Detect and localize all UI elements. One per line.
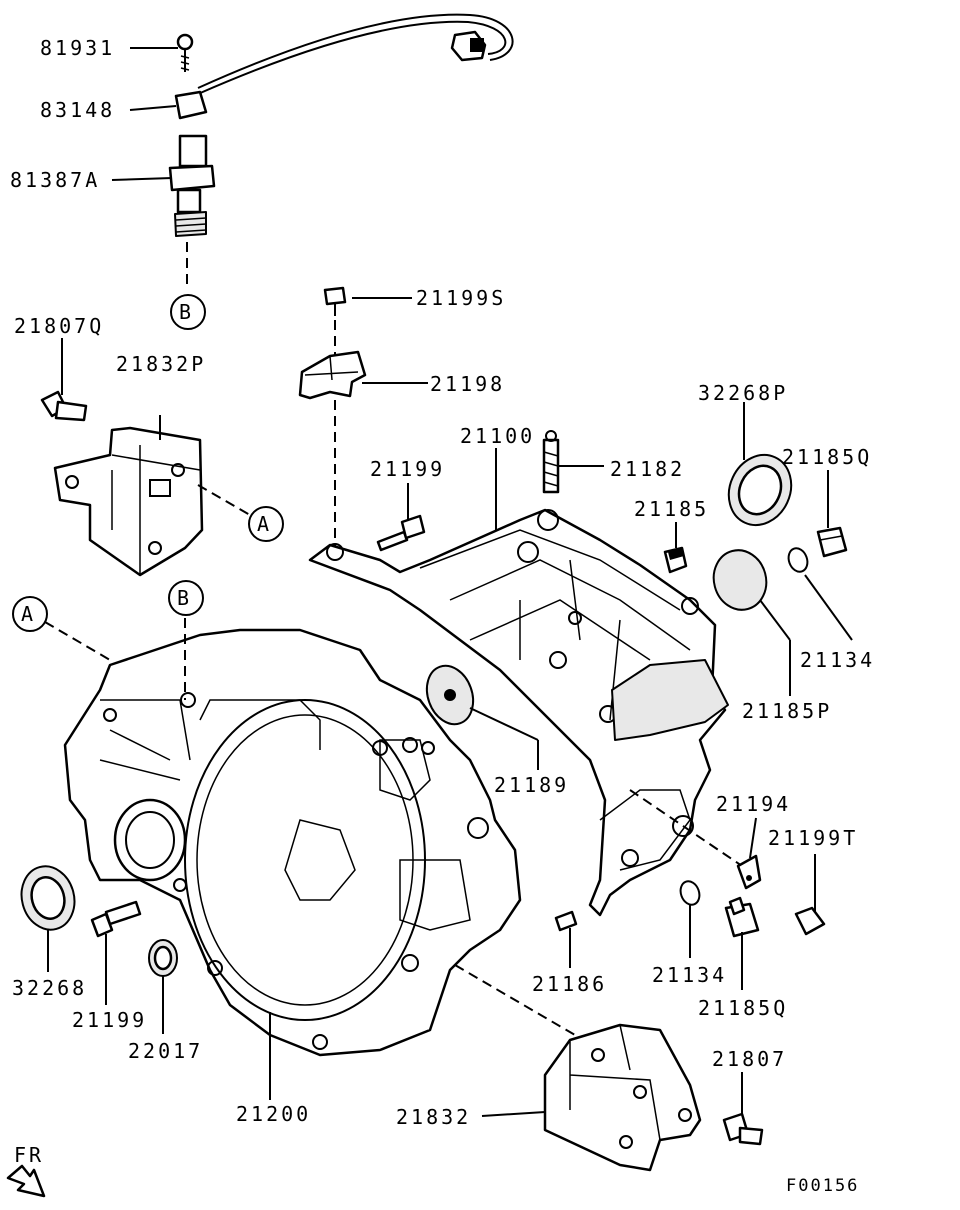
label-22017: 22017 bbox=[128, 1039, 203, 1063]
plug-21185P bbox=[712, 549, 768, 611]
callout-a-upper-letter: A bbox=[257, 512, 272, 536]
bolt-21807Q bbox=[40, 390, 88, 422]
label-21832: 21832 bbox=[396, 1105, 471, 1129]
bolt-21199T bbox=[794, 906, 826, 936]
plug-21185Q-bottom bbox=[724, 896, 760, 938]
callout-b-upper: B bbox=[170, 294, 206, 330]
label-21134-top: 21134 bbox=[800, 648, 875, 672]
label-32268: 32268 bbox=[12, 976, 87, 1000]
label-21185: 21185 bbox=[634, 497, 709, 521]
direction-label: FR bbox=[14, 1143, 44, 1167]
clip-21194 bbox=[736, 854, 762, 890]
label-21199T: 21199T bbox=[768, 826, 858, 850]
callout-b-upper-letter: B bbox=[179, 300, 194, 324]
bolt-21199-bottom bbox=[90, 900, 142, 938]
label-21198: 21198 bbox=[430, 372, 505, 396]
label-21199-bottom: 21199 bbox=[72, 1008, 147, 1032]
label-83148: 83148 bbox=[40, 98, 115, 122]
bolt-21807 bbox=[722, 1112, 764, 1146]
pin-21186 bbox=[554, 910, 578, 932]
plug-21185Q-top bbox=[816, 526, 848, 558]
bracket-21198 bbox=[298, 350, 367, 400]
callout-a-lower-letter: A bbox=[21, 602, 36, 626]
gasket-21134-top bbox=[787, 547, 809, 573]
label-21134-bottom: 21134 bbox=[652, 963, 727, 987]
callout-b-lower: B bbox=[168, 580, 204, 616]
oil-seal-22017 bbox=[148, 939, 178, 977]
callout-a-lower: A bbox=[12, 596, 48, 632]
label-21807Q: 21807Q bbox=[14, 314, 104, 338]
cap-21189 bbox=[425, 664, 475, 726]
label-21185Q-bottom: 21185Q bbox=[698, 996, 788, 1020]
label-21199-top: 21199 bbox=[370, 457, 445, 481]
label-21185Q-top: 21185Q bbox=[782, 445, 872, 469]
label-21807: 21807 bbox=[712, 1047, 787, 1071]
label-81387A: 81387A bbox=[10, 168, 100, 192]
plug-21185 bbox=[663, 546, 688, 574]
stud-21182 bbox=[542, 430, 560, 494]
speed-sensor-81387A bbox=[168, 134, 216, 237]
clutch-housing-21200 bbox=[63, 628, 522, 1057]
mount-bracket-21832P bbox=[53, 426, 204, 577]
label-21194: 21194 bbox=[716, 792, 791, 816]
callout-b-lower-letter: B bbox=[177, 586, 192, 610]
label-21185P: 21185P bbox=[742, 699, 832, 723]
leader-lines bbox=[47, 47, 853, 1117]
label-21182: 21182 bbox=[610, 457, 685, 481]
bolt-21199S bbox=[323, 286, 347, 316]
callout-a-upper: A bbox=[248, 506, 284, 542]
label-32268P: 32268P bbox=[698, 381, 788, 405]
front-direction-indicator: FR bbox=[6, 1143, 46, 1198]
label-21189: 21189 bbox=[494, 773, 569, 797]
label-21200: 21200 bbox=[236, 1102, 311, 1126]
gasket-21134-bottom bbox=[679, 880, 701, 906]
label-81931: 81931 bbox=[40, 36, 115, 60]
clamp-83148 bbox=[174, 90, 208, 120]
label-21186: 21186 bbox=[532, 972, 607, 996]
direction-arrow-icon bbox=[6, 1164, 46, 1198]
label-21100: 21100 bbox=[460, 424, 535, 448]
figure-code: F00156 bbox=[786, 1176, 859, 1196]
mount-bracket-21832 bbox=[543, 1023, 702, 1172]
bolt-81931 bbox=[176, 33, 194, 72]
speed-sensor-harness bbox=[197, 13, 514, 95]
bolt-21199-top bbox=[376, 514, 426, 552]
transmission-case-21100 bbox=[308, 508, 729, 917]
oil-seal-32268P bbox=[727, 453, 793, 527]
label-21832P: 21832P bbox=[116, 352, 206, 376]
label-21199S: 21199S bbox=[416, 286, 506, 310]
oil-seal-32268 bbox=[20, 865, 76, 931]
